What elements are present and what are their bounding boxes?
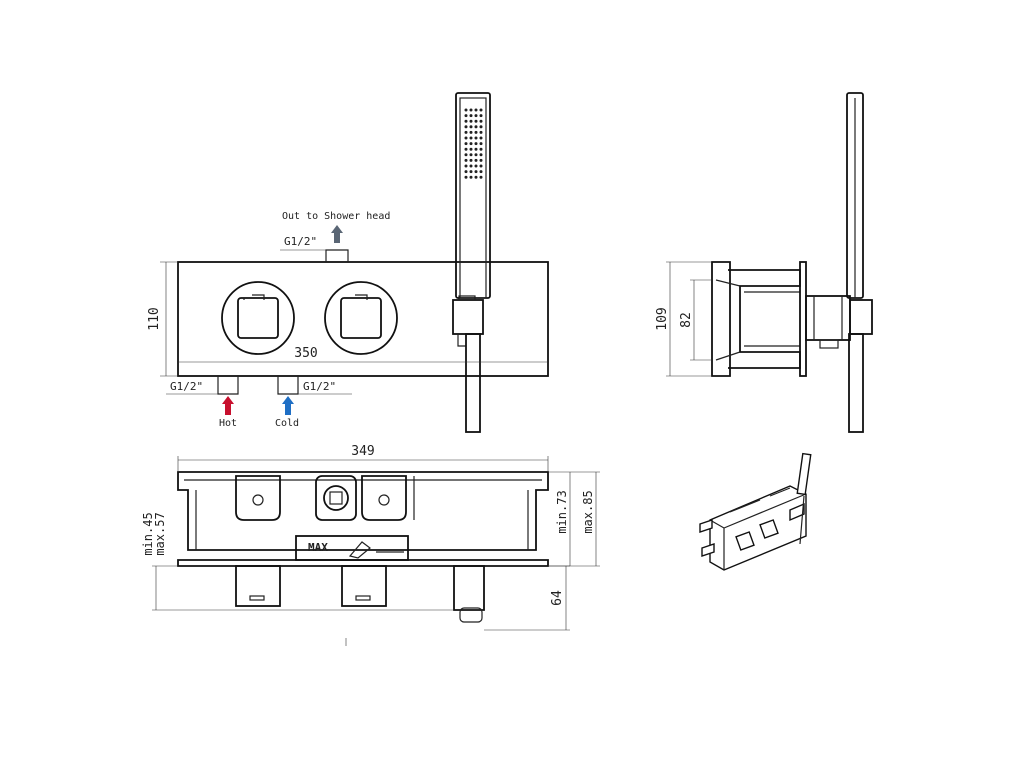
spray-nozzle — [479, 114, 483, 118]
label-max: MAX — [308, 541, 328, 554]
spray-nozzle — [464, 136, 468, 140]
spray-nozzle — [479, 142, 483, 146]
spray-nozzle — [464, 114, 468, 118]
spray-nozzle — [474, 170, 478, 174]
spray-nozzle — [469, 158, 473, 162]
spray-nozzle — [469, 119, 473, 123]
spray-nozzle — [479, 136, 483, 140]
dim-side-height: 109 — [655, 307, 670, 330]
spray-nozzle — [479, 147, 483, 151]
spray-nozzle — [474, 158, 478, 162]
spray-nozzle — [464, 170, 468, 174]
spray-nozzle — [469, 170, 473, 174]
spray-nozzle — [464, 125, 468, 129]
spray-nozzle — [474, 142, 478, 146]
spray-nozzle — [469, 136, 473, 140]
knob-right — [324, 281, 398, 355]
spray-nozzle — [464, 158, 468, 162]
spray-nozzle — [479, 175, 483, 179]
spray-nozzle — [474, 125, 478, 129]
spray-nozzle — [469, 142, 473, 146]
spray-nozzle — [479, 108, 483, 112]
spray-nozzle — [474, 119, 478, 123]
label-hot: Hot — [219, 418, 237, 429]
spray-nozzle — [479, 158, 483, 162]
hot-arrow-icon — [222, 396, 234, 415]
spray-nozzle — [469, 125, 473, 129]
spray-nozzle — [469, 164, 473, 168]
outlet-arrow-icon — [331, 225, 343, 243]
hand-shower-front — [455, 92, 491, 299]
spray-nozzle — [474, 114, 478, 118]
label-out-to-shower-head: Out to Shower head — [282, 211, 390, 222]
spray-nozzle — [464, 108, 468, 112]
spray-nozzle — [464, 147, 468, 151]
shower-holder — [452, 299, 484, 335]
spray-nozzle — [469, 108, 473, 112]
label-thread-top: G1/2" — [284, 235, 317, 248]
dim-min-73: min.73 — [555, 490, 569, 533]
dim-min-45: min.45 — [141, 512, 155, 555]
dim-front-width: 350 — [294, 346, 317, 361]
spray-nozzle — [469, 130, 473, 134]
spray-nozzle — [469, 175, 473, 179]
faceplate — [177, 261, 549, 377]
dim-max-57: max.57 — [153, 512, 167, 555]
dim-front-height: 110 — [147, 307, 162, 330]
front-view: 110 350 Out to Shower head G1/2" G1/2" G… — [147, 92, 549, 433]
spray-nozzle — [474, 136, 478, 140]
spray-nozzle — [479, 130, 483, 134]
spray-nozzle — [474, 108, 478, 112]
dim-max-85: max.85 — [581, 490, 595, 533]
spray-nozzle — [474, 130, 478, 134]
dim-depth-64: 64 — [550, 590, 565, 606]
spray-nozzle — [479, 153, 483, 157]
dim-side-inner: 82 — [679, 312, 694, 328]
knob-left — [221, 281, 295, 355]
cold-arrow-icon — [282, 396, 294, 415]
spray-nozzle — [469, 114, 473, 118]
label-thread-cold: G1/2" — [303, 380, 336, 393]
isometric-view — [699, 452, 812, 571]
spray-nozzle — [479, 164, 483, 168]
side-view: 109 82 — [655, 92, 873, 433]
dim-box-width: 349 — [351, 444, 374, 459]
spray-nozzle — [474, 153, 478, 157]
spray-nozzle — [474, 175, 478, 179]
spray-nozzle — [469, 153, 473, 157]
spray-nozzle — [479, 125, 483, 129]
spray-nozzle — [474, 147, 478, 151]
spray-nozzle — [464, 130, 468, 134]
spray-nozzle — [464, 153, 468, 157]
spray-nozzle — [464, 164, 468, 168]
spray-nozzle — [464, 142, 468, 146]
spray-nozzle — [479, 170, 483, 174]
label-cold: Cold — [275, 418, 299, 429]
spray-nozzle — [479, 119, 483, 123]
spray-nozzle — [469, 147, 473, 151]
spray-nozzle — [464, 175, 468, 179]
plan-view: MAX 349 min.45 max.57 min.73 max.85 64 — [141, 444, 600, 646]
label-thread-hot: G1/2" — [170, 380, 203, 393]
spray-nozzle — [464, 119, 468, 123]
spray-nozzle — [474, 164, 478, 168]
